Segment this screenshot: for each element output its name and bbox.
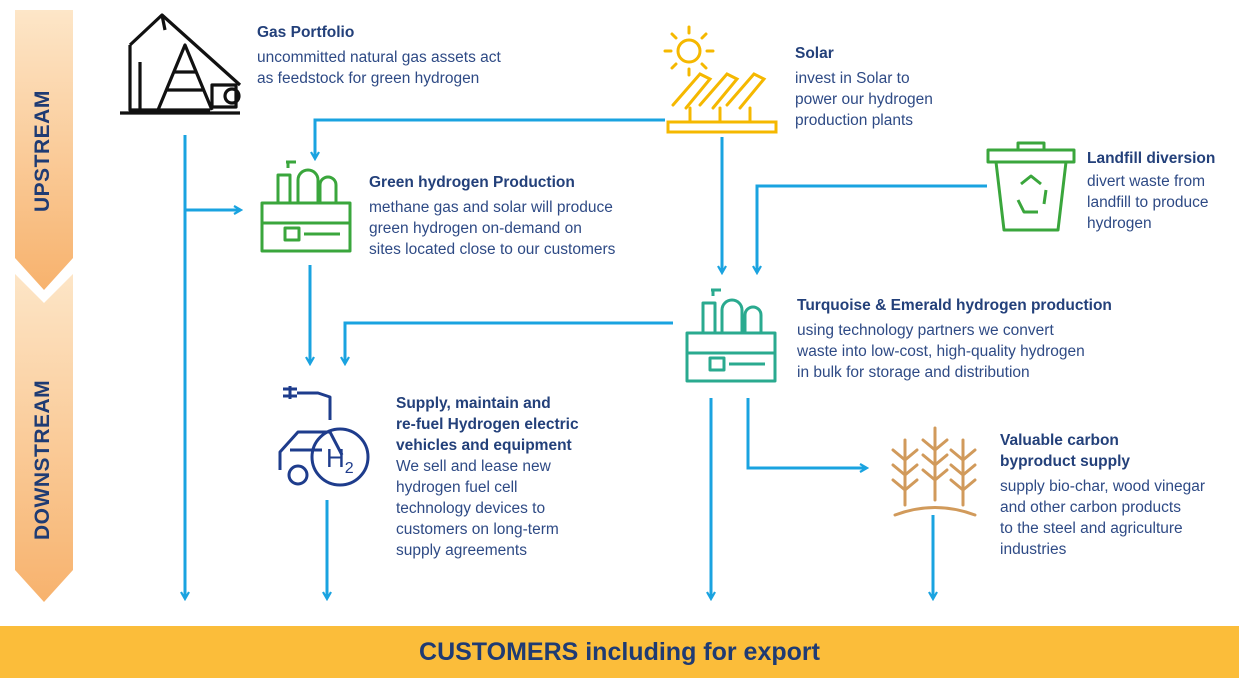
solar-desc-3: production plants (795, 112, 914, 129)
carbon-text: Valuable carbon byproduct supply supply … (1000, 430, 1205, 560)
flow-arrows (185, 118, 987, 598)
solar-desc-2: power our hydrogen (795, 91, 933, 108)
supply-desc-5: supply agreements (396, 542, 527, 559)
gas-portfolio-text: Gas Portfolio uncommitted natural gas as… (257, 22, 501, 89)
green-hydrogen-desc-3: sites located close to our customers (369, 241, 616, 258)
turquoise-desc-1: using technology partners we convert (797, 322, 1054, 339)
carbon-title-2: byproduct supply (1000, 453, 1131, 470)
supply-desc-2: hydrogen fuel cell (396, 479, 518, 496)
turquoise-title: Turquoise & Emerald hydrogen production (797, 297, 1112, 314)
arrow-solar-to-green (315, 118, 665, 158)
turquoise-desc-3: in bulk for storage and distribution (797, 364, 1030, 381)
arrow-turq-to-supply (345, 321, 673, 363)
chevron-divider (5, 259, 83, 303)
upstream-chevron (15, 10, 73, 290)
turquoise-desc-2: waste into low-cost, high-quality hydrog… (797, 343, 1085, 360)
green-hydrogen-text: Green hydrogen Production methane gas an… (369, 172, 615, 260)
pump-jack-icon (120, 13, 242, 115)
supply-desc-3: technology devices to (396, 500, 546, 517)
turquoise-text: Turquoise & Emerald hydrogen production … (797, 295, 1112, 383)
green-hydrogen-plant-icon (260, 160, 352, 253)
upstream-label: UPSTREAM (31, 90, 54, 212)
green-hydrogen-desc-1: methane gas and solar will produce (369, 199, 613, 216)
landfill-desc-1: divert waste from (1087, 173, 1206, 190)
arrow-landfill-to-turq (757, 184, 987, 272)
landfill-desc-2: landfill to produce (1087, 194, 1209, 211)
wheat-icon (891, 426, 977, 517)
landfill-title: Landfill diversion (1087, 150, 1216, 167)
landfill-text: Landfill diversion divert waste from lan… (1087, 148, 1215, 234)
carbon-desc-4: industries (1000, 541, 1067, 558)
carbon-desc-1: supply bio-char, wood vinegar (1000, 478, 1206, 495)
supply-desc-1: We sell and lease new (396, 458, 551, 475)
carbon-title-1: Valuable carbon (1000, 432, 1119, 449)
solar-text: Solar invest in Solar to power our hydro… (795, 43, 933, 131)
hydrogen-vehicle-icon: H2 (278, 386, 370, 487)
turquoise-plant-icon (685, 288, 777, 383)
customers-label: CUSTOMERS including for export (419, 637, 820, 666)
green-hydrogen-title: Green hydrogen Production (369, 174, 575, 191)
solar-title: Solar (795, 45, 834, 62)
customers-banner: CUSTOMERS including for export (0, 626, 1239, 678)
solar-panel-icon (663, 25, 778, 134)
solar-desc-1: invest in Solar to (795, 70, 910, 87)
carbon-desc-2: and other carbon products (1000, 499, 1181, 516)
green-hydrogen-desc-2: green hydrogen on-demand on (369, 220, 582, 237)
downstream-chevron (15, 270, 73, 602)
downstream-label: DOWNSTREAM (31, 379, 54, 540)
supply-title-2: re-fuel Hydrogen electric (396, 416, 579, 433)
gas-portfolio-title: Gas Portfolio (257, 24, 355, 41)
arrow-turq-to-carbon (746, 398, 866, 468)
supply-title-3: vehicles and equipment (396, 437, 572, 454)
landfill-desc-3: hydrogen (1087, 215, 1152, 232)
supply-title-1: Supply, maintain and (396, 395, 551, 412)
gas-portfolio-desc-1: uncommitted natural gas assets act (257, 49, 501, 66)
supply-text: Supply, maintain and re-fuel Hydrogen el… (396, 393, 579, 561)
supply-desc-4: customers on long-term (396, 521, 559, 538)
carbon-desc-3: to the steel and agriculture (1000, 520, 1183, 537)
recycle-bin-icon (986, 141, 1076, 232)
h2-icon-label: H2 (326, 443, 354, 477)
gas-portfolio-desc-2: as feedstock for green hydrogen (257, 70, 480, 87)
